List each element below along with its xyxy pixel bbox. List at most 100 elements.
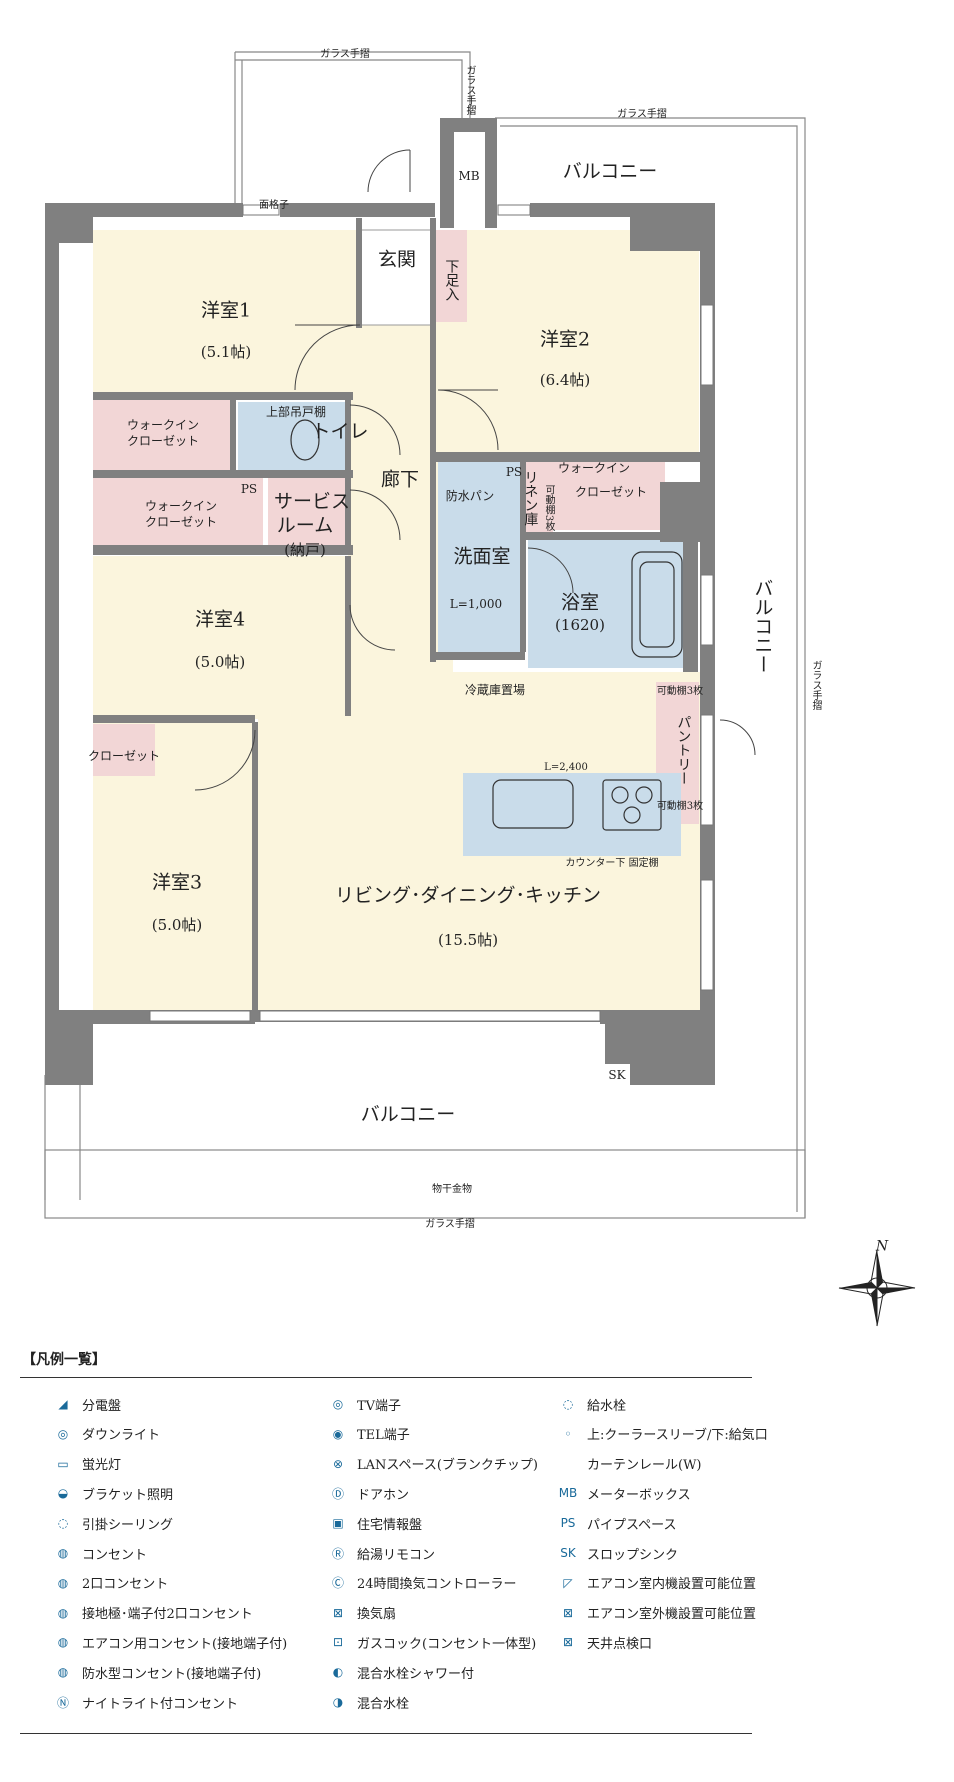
floor-western1 bbox=[93, 230, 359, 395]
tel-terminal-icon: ◉ bbox=[332, 1426, 344, 1441]
legend-top-rule bbox=[20, 1377, 752, 1378]
room-western3-name: 洋室3 bbox=[151, 871, 203, 894]
room-western4-size: (5.0帖) bbox=[194, 653, 246, 671]
room-waterproof-pan: 防水パン bbox=[445, 488, 495, 503]
floor-entrance bbox=[359, 229, 435, 326]
room-wic3-line1: ウォークイン bbox=[557, 460, 631, 475]
legend-item-label: カーテンレール(W) bbox=[587, 1458, 702, 1474]
room-washroom: 洗面室 bbox=[453, 545, 511, 568]
room-western1-name: 洋室1 bbox=[200, 299, 252, 322]
legend-item-label: TEL端子 bbox=[357, 1428, 410, 1444]
legend-item: ◌ 引掛シーリング bbox=[50, 1512, 173, 1534]
legend-item-label: ガスコック(コンセント一体型) bbox=[357, 1636, 537, 1652]
nightlight-outlet-icon: Ⓝ bbox=[56, 1695, 69, 1710]
cooler-sleeve-icon: ◦ bbox=[564, 1426, 572, 1441]
water-tap-icon: ◌ bbox=[562, 1397, 574, 1411]
ac-outlet-icon: ◍ bbox=[57, 1635, 69, 1650]
legend-item: ◍ 2口コンセント bbox=[50, 1572, 169, 1594]
legend-item: ◎TV端子 bbox=[325, 1393, 401, 1415]
ac-outdoor-icon: ⊠ bbox=[562, 1605, 574, 1620]
walls bbox=[45, 118, 715, 1085]
room-wic1-line1: ウォークイン bbox=[126, 417, 200, 432]
legend-item-label: スロップシンク bbox=[587, 1547, 679, 1563]
room-western2-name: 洋室2 bbox=[539, 328, 591, 351]
room-toilet: トイレ bbox=[311, 420, 369, 443]
glass-rail-mb: ガラス手摺 bbox=[464, 65, 475, 115]
legend-item-label: 換気扇 bbox=[357, 1607, 397, 1623]
mb-icon: MB bbox=[558, 1486, 578, 1501]
room-bath-size: (1620) bbox=[555, 616, 605, 634]
legend-item-label: 混合水栓シャワー付 bbox=[357, 1666, 475, 1682]
legend-item-label: 引掛シーリング bbox=[82, 1517, 174, 1533]
legend-item-label: 2口コンセント bbox=[82, 1577, 169, 1593]
legend-item-label: 接地極･端子付2口コンセント bbox=[82, 1607, 253, 1623]
room-pantry-shelf-bottom: 可動棚3枚 bbox=[656, 801, 704, 812]
room-ldk-name: リビング･ダイニング･キッチン bbox=[334, 884, 602, 907]
room-wic2-line2: クローゼット bbox=[144, 514, 218, 529]
legend-item: ◸エアコン室内機設置可能位置 bbox=[555, 1572, 756, 1594]
legend-item: ⊠ エアコン室外機設置可能位置 bbox=[555, 1602, 756, 1624]
kitchen-fixtures bbox=[492, 779, 662, 831]
legend-item-label: ダウンライト bbox=[82, 1428, 161, 1444]
room-shoe-storage: 下足入 bbox=[443, 259, 460, 301]
room-service-line2: ルーム bbox=[276, 514, 334, 537]
ac-indoor-icon: ◸ bbox=[563, 1575, 573, 1590]
double-outlet-icon: ◍ bbox=[57, 1575, 69, 1590]
legend-item: ▭蛍光灯 bbox=[50, 1453, 121, 1475]
balcony-north: バルコニー bbox=[562, 160, 658, 183]
legend-item-label: エアコン室外機設置可能位置 bbox=[587, 1607, 757, 1623]
label-ps1: PS bbox=[240, 481, 258, 496]
legend-item: ⊠換気扇 bbox=[325, 1602, 396, 1624]
room-fridge: 冷蔵庫置場 bbox=[464, 682, 526, 697]
gas-cock-icon: ⊡ bbox=[332, 1635, 344, 1650]
shower-faucet-icon: ◐ bbox=[332, 1665, 344, 1680]
floor-closet bbox=[93, 724, 155, 776]
floor-shoe-storage bbox=[434, 230, 467, 322]
legend-item: ◉ TEL端子 bbox=[325, 1423, 410, 1445]
bathtub bbox=[631, 551, 683, 658]
hot-water-remote-icon: Ⓡ bbox=[331, 1546, 344, 1561]
info-panel-icon: ▣ bbox=[332, 1516, 344, 1531]
legend-item-label: 防水型コンセント(接地端子付) bbox=[82, 1666, 262, 1682]
legend-item-label: 分電盤 bbox=[82, 1398, 122, 1414]
room-counter-note: カウンター下 固定棚 bbox=[565, 858, 659, 869]
ceiling-hook-icon: ◌ bbox=[57, 1516, 69, 1531]
lan-icon: ⊗ bbox=[332, 1456, 344, 1471]
glass-rail-east: ガラス手摺 bbox=[810, 660, 821, 710]
floor-bath bbox=[528, 540, 685, 668]
compass-north-label: N bbox=[875, 1238, 889, 1255]
door-swings bbox=[194, 149, 756, 791]
room-service-line3: (納戸) bbox=[284, 541, 326, 559]
ps-icon: PS bbox=[560, 1516, 576, 1531]
grounded-outlet-icon: ◍ bbox=[57, 1605, 69, 1620]
legend-bottom-rule bbox=[20, 1733, 752, 1734]
legend-item: ◍ 接地極･端子付2口コンセント bbox=[50, 1602, 253, 1624]
legend-item-label: 混合水栓 bbox=[357, 1696, 410, 1712]
label-lattice: 面格子 bbox=[259, 200, 289, 211]
room-western3-size: (5.0帖) bbox=[151, 916, 203, 934]
balcony-south: バルコニー bbox=[360, 1103, 456, 1126]
distribution-board-icon: ◢ bbox=[58, 1397, 68, 1411]
toilet-bowl bbox=[290, 419, 320, 461]
legend-item: ◑混合水栓 bbox=[325, 1691, 409, 1713]
room-ldk-size: (15.5帖) bbox=[437, 931, 499, 949]
room-western4-name: 洋室4 bbox=[194, 608, 246, 631]
waterproof-outlet-icon: ◍ bbox=[57, 1665, 69, 1680]
floor-wic2 bbox=[93, 475, 263, 545]
legend-item-label: ナイトライト付コンセント bbox=[82, 1696, 239, 1712]
room-closet: クローゼット bbox=[87, 748, 161, 763]
room-western1-size: (5.1帖) bbox=[200, 343, 252, 361]
floor-hallway bbox=[348, 320, 438, 560]
floor-service bbox=[268, 475, 350, 547]
legend-item: SK スロップシンク bbox=[555, 1542, 678, 1564]
outlet-icon: ◍ bbox=[57, 1546, 69, 1560]
floor-wic3 bbox=[535, 460, 665, 530]
room-service-line1: サービス bbox=[273, 490, 351, 513]
floor-washroom bbox=[438, 462, 520, 652]
sk-icon: SK bbox=[560, 1546, 576, 1560]
